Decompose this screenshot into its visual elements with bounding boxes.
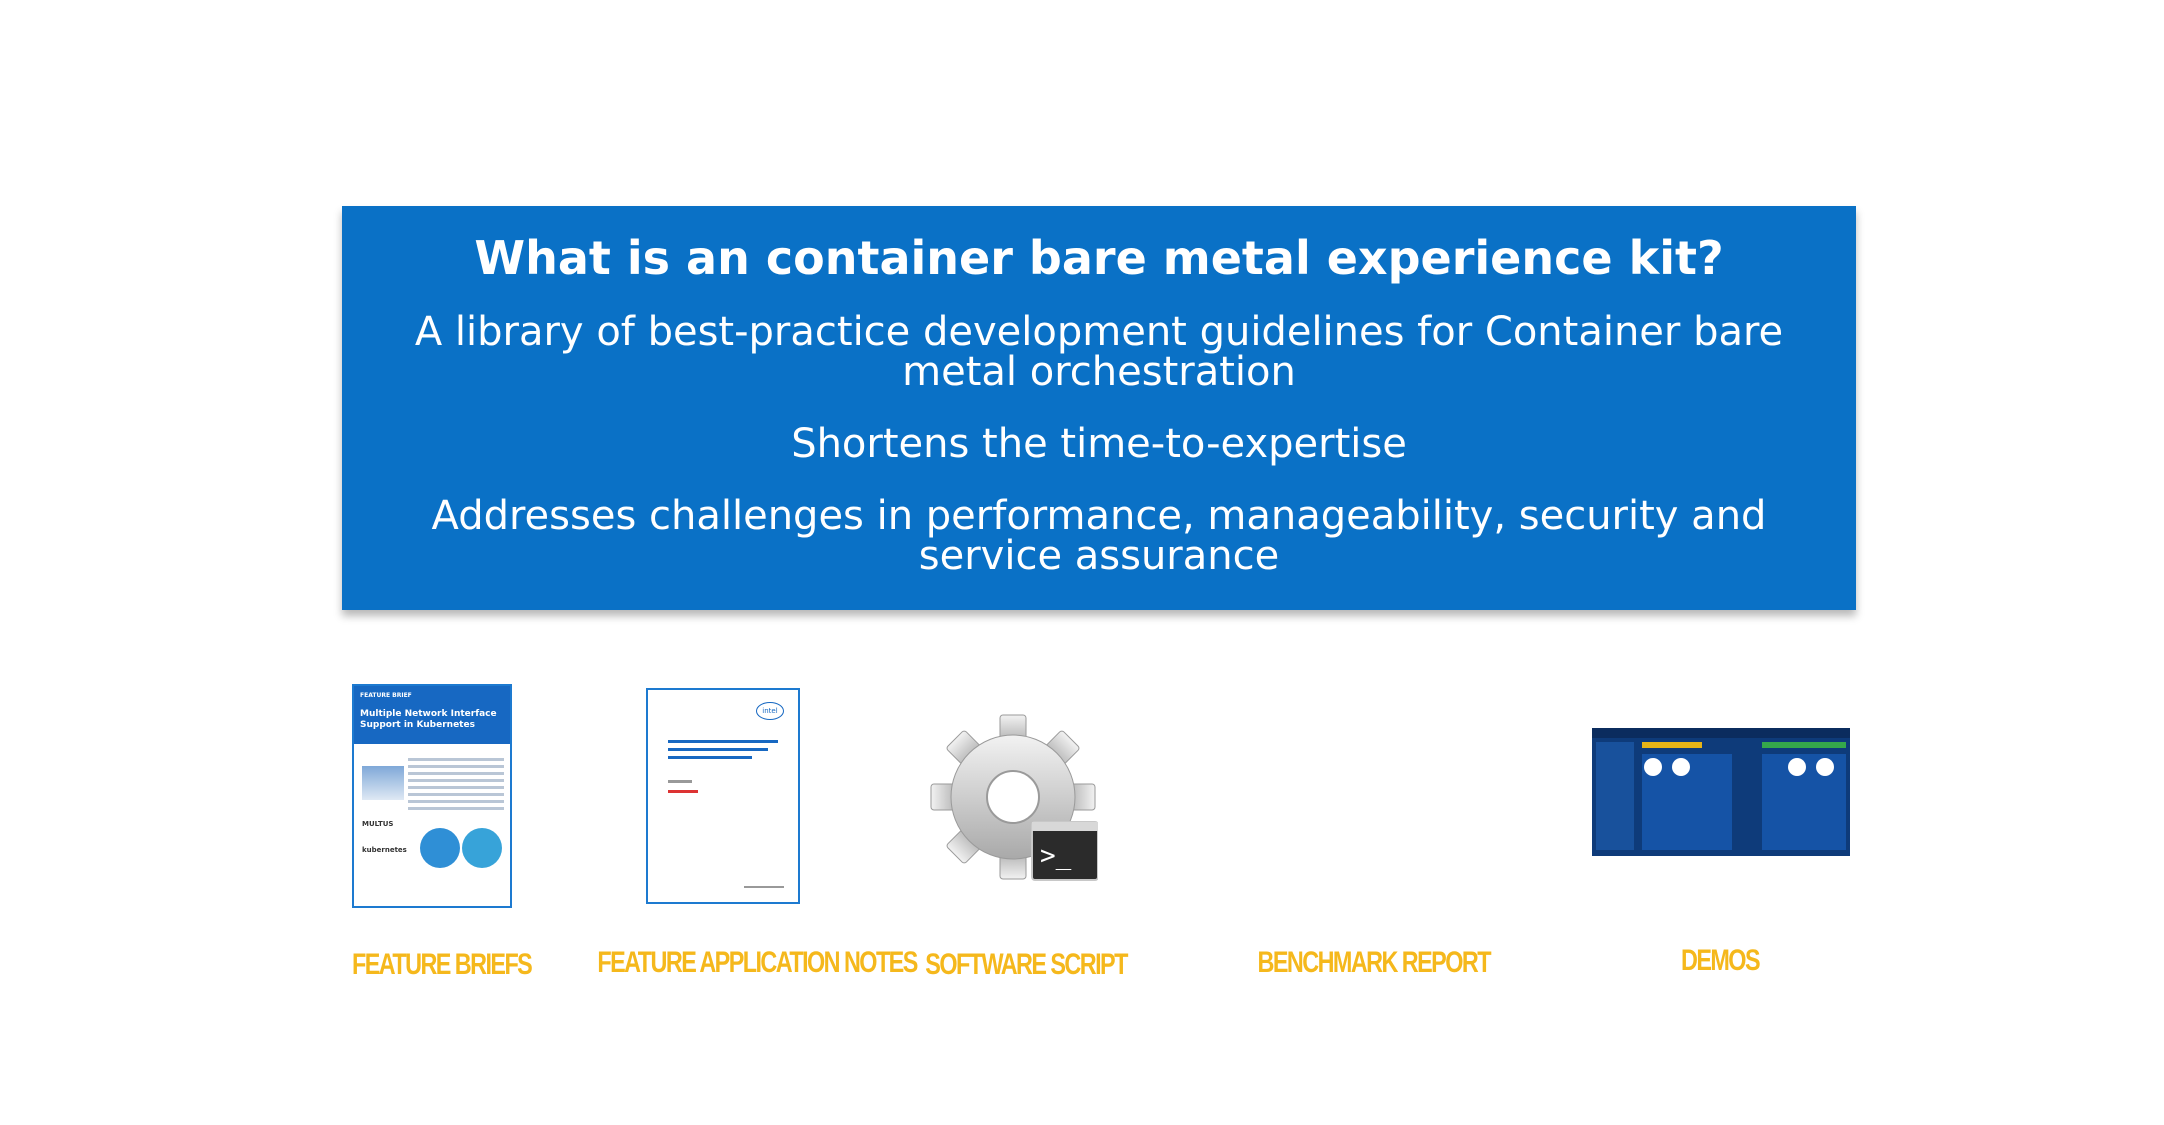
software-script-label[interactable]: SOFTWARE SCRIPT: [925, 948, 1128, 981]
app-note-title-line: [668, 740, 778, 743]
demo-dial-2: [1672, 758, 1690, 776]
demo-dial-1: [1644, 758, 1662, 776]
app-note-status-line: [668, 790, 698, 793]
demo-dial-3: [1788, 758, 1806, 776]
feature-brief-band: FEATURE BRIEF Multiple Network Interface…: [354, 686, 510, 744]
demo-thumbnail[interactable]: [1592, 728, 1850, 856]
feature-application-notes-label[interactable]: FEATURE APPLICATION NOTES: [597, 946, 918, 979]
panel-line-shortens: Shortens the time-to-expertise: [791, 421, 1407, 467]
diagram-circle-left: [420, 828, 460, 868]
demo-topbar: [1592, 728, 1850, 738]
feature-brief-text: [402, 754, 510, 818]
feature-brief-title: Multiple Network Interface Support in Ku…: [360, 709, 497, 730]
app-note-title-line-2: [668, 748, 768, 751]
gear-terminal-icon[interactable]: >_: [928, 712, 1098, 882]
intel-logo-icon: intel: [756, 702, 784, 720]
feature-brief-photo: [362, 766, 404, 800]
feature-brief-thumbnail[interactable]: FEATURE BRIEF Multiple Network Interface…: [352, 684, 512, 908]
feature-briefs-label[interactable]: FEATURE BRIEFS: [352, 948, 533, 981]
demo-bar-yellow: [1642, 742, 1702, 748]
panel-line-addresses: Addresses challenges in performance, man…: [431, 493, 1767, 579]
demos-label[interactable]: DEMOS: [1680, 944, 1761, 977]
terminal-icon: >_: [1031, 821, 1098, 881]
feature-brief-header: FEATURE BRIEF: [360, 692, 412, 699]
benchmark-report-label[interactable]: BENCHMARK REPORT: [1257, 946, 1492, 979]
info-panel: What is an container bare metal experien…: [342, 206, 1856, 610]
diagram-circle-right: [462, 828, 502, 868]
demo-dial-4: [1816, 758, 1834, 776]
app-note-title-line-3: [668, 756, 752, 759]
app-note-date-line: [668, 780, 692, 783]
kubernetes-logo: kubernetes: [362, 846, 407, 854]
demo-sidebar: [1596, 742, 1634, 850]
multus-logo: MULTUS: [362, 820, 394, 828]
demo-bar-green: [1762, 742, 1846, 748]
terminal-prompt: >_: [1040, 841, 1072, 871]
feature-brief-logos: MULTUS kubernetes: [362, 820, 407, 854]
panel-line-library: A library of best-practice development g…: [414, 309, 1784, 395]
panel-headline: What is an container bare metal experien…: [474, 231, 1724, 285]
app-note-footer-line: [744, 886, 784, 888]
app-note-thumbnail[interactable]: intel: [646, 688, 800, 904]
